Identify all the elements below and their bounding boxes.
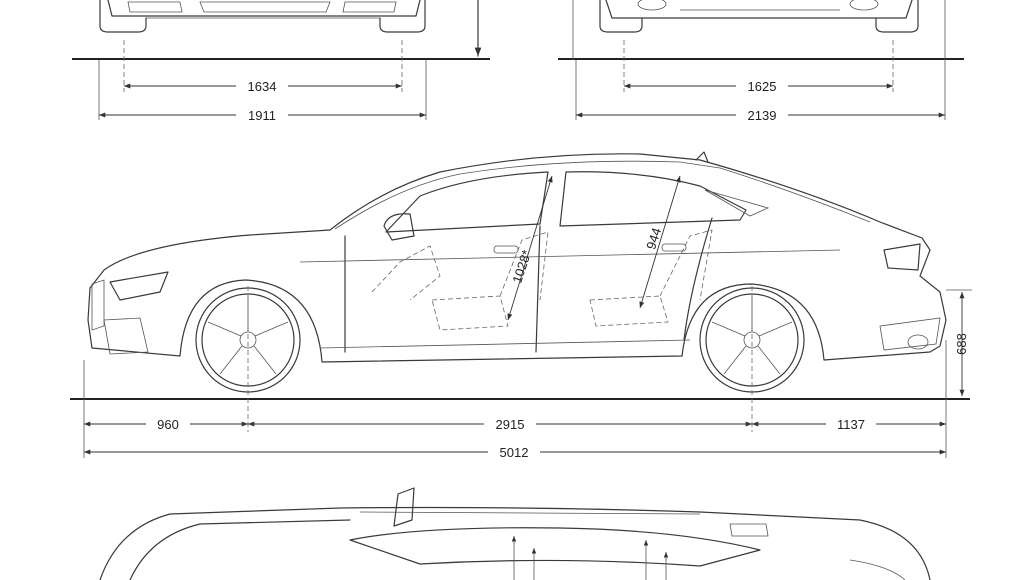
rear-door-rear-edge [683, 217, 713, 341]
front-view: 1634 1911 [72, 0, 490, 123]
top-view-mirror [393, 487, 415, 527]
dim-front-overhang: 960 [157, 417, 179, 432]
rear-diffuser [879, 317, 941, 351]
dim-rear-headroom: 944 [643, 226, 664, 251]
side-view: 1028* 944 688 960 2915 1137 5012 [70, 151, 972, 460]
dim-front-width: 1911 [248, 108, 276, 123]
sill-line [319, 339, 691, 349]
rear-window [559, 171, 747, 227]
top-view-body-outline [99, 506, 931, 580]
side-mirror [383, 213, 415, 241]
dim-rear-overhang: 1137 [837, 417, 865, 432]
rear-left-wheel [599, 0, 643, 33]
dim-rear-width: 2139 [748, 108, 777, 123]
front-bumper [107, 0, 421, 17]
top-view-hood-line [129, 519, 351, 580]
top-view-rear-light [729, 523, 769, 537]
door-split-line [535, 225, 541, 353]
dim-wheelbase: 2915 [496, 417, 525, 432]
rear-view: 1625 2139 [558, 0, 964, 123]
rear-headroom-dim [639, 175, 681, 309]
headlight [109, 271, 169, 301]
roof-antenna [695, 151, 709, 163]
front-left-wheel [99, 0, 147, 33]
car-body-outline [87, 153, 947, 363]
rear-left-exhaust [637, 0, 667, 11]
dim-overall-length: 5012 [500, 445, 529, 460]
top-view [99, 487, 931, 580]
rear-right-wheel [875, 0, 919, 33]
dim-rear-track: 1625 [748, 79, 777, 94]
front-grille [127, 1, 397, 13]
front-grille-side [91, 279, 105, 331]
roof-line [334, 160, 871, 230]
front-headroom-dim [507, 175, 553, 321]
exhaust-tip [907, 334, 929, 350]
rear-right-exhaust [849, 0, 879, 11]
front-right-wheel [379, 0, 426, 33]
dim-front-headroom: 1028* [509, 248, 534, 285]
top-view-glass-roof [349, 527, 761, 567]
dim-rear-height: 688 [954, 333, 969, 355]
front-window [385, 171, 549, 233]
dim-front-track: 1634 [248, 79, 277, 94]
front-door-handle [493, 245, 519, 254]
rear-door-handle [661, 243, 687, 252]
shoulder-line [299, 249, 841, 263]
steering-area [371, 245, 441, 301]
rear-bumper [605, 0, 913, 19]
front-air-intake [103, 317, 149, 355]
quarter-window [704, 189, 770, 217]
taillight [883, 243, 921, 271]
